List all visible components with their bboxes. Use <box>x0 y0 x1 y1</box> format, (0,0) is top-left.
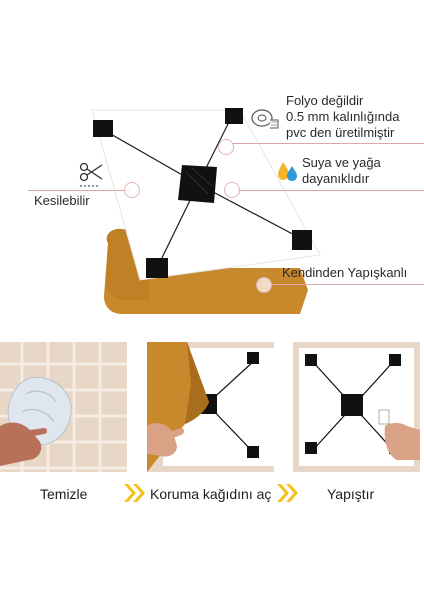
feature-kesilebilir: Kesilebilir <box>34 193 90 208</box>
corner-tile <box>225 108 243 124</box>
step-label-peel: Koruma kağıdını aç <box>150 486 272 502</box>
step-peel-image <box>147 342 274 472</box>
water-drop-icon <box>278 162 297 181</box>
double-chevron-icon <box>277 484 298 502</box>
step-stick-image <box>293 342 420 472</box>
double-chevron-icon <box>124 484 145 502</box>
measuring-tape-icon <box>251 109 279 129</box>
step-label-clean: Temizle <box>40 486 88 502</box>
callout-marker <box>124 182 140 198</box>
feature-folyo-line3: pvc den üretilmiştir <box>286 125 395 140</box>
scissors-icon <box>79 162 103 187</box>
callout-line <box>262 284 424 285</box>
feature-suya-line2: dayanıklıdır <box>302 171 370 186</box>
feature-folyo-line1: Folyo değildir <box>286 93 364 108</box>
corner-tile <box>93 120 113 137</box>
corner-tile <box>146 258 168 278</box>
callout-marker <box>256 277 272 293</box>
callout-line <box>232 143 424 144</box>
callout-line <box>28 190 130 191</box>
callout-line <box>238 190 424 191</box>
center-tile <box>178 165 217 203</box>
feature-kendinden: Kendinden Yapışkanlı <box>282 265 408 280</box>
product-illustration <box>79 108 321 314</box>
feature-folyo-line2: 0.5 mm kalınlığında <box>286 109 400 124</box>
feature-suya-line1: Suya ve yağa <box>302 155 381 170</box>
step-clean-image <box>0 342 127 472</box>
callout-marker <box>224 182 240 198</box>
callout-marker <box>218 139 234 155</box>
step-label-stick: Yapıştır <box>327 486 375 502</box>
corner-tile <box>292 230 312 250</box>
tile-sheet <box>91 108 321 281</box>
